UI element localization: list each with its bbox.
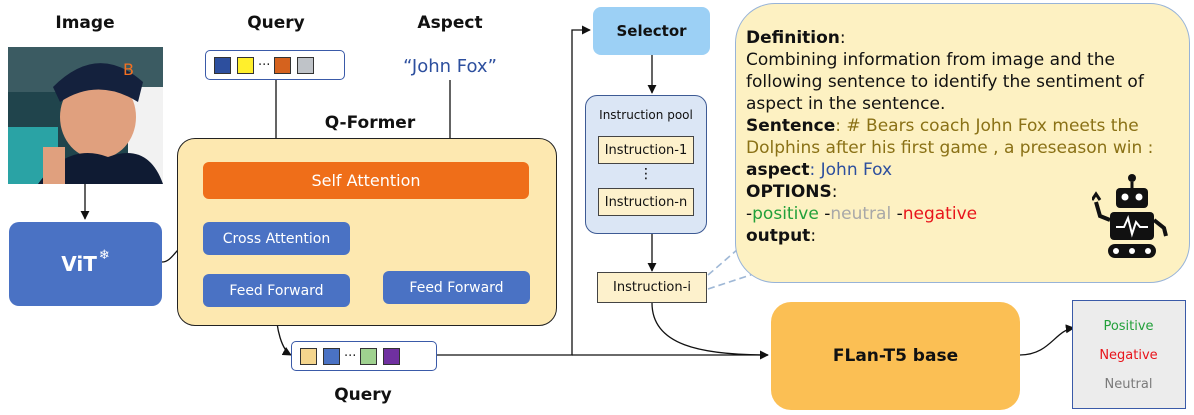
output-key: output <box>746 226 811 246</box>
option-neutral: neutral <box>830 204 892 224</box>
option-negative: negative <box>902 204 978 224</box>
selected-instruction: Instruction-i <box>597 272 707 303</box>
robot-icon <box>1092 174 1168 258</box>
query-token <box>237 56 254 74</box>
query-tokens-top: ··· <box>205 50 345 80</box>
sentiment-outputs: Positive Negative Neutral <box>1072 300 1186 409</box>
snowflake-icon: ❄ <box>98 247 110 263</box>
query-token <box>214 56 231 74</box>
ellipsis: ··· <box>344 348 357 364</box>
option-dash: - <box>818 204 831 224</box>
definition-line: aspect in the sentence. <box>746 94 946 114</box>
definition-key: Definition <box>746 28 840 48</box>
output-neutral: Neutral <box>1104 377 1153 392</box>
aspect-value: “John Fox” <box>403 56 497 77</box>
option-dash: - <box>891 204 903 224</box>
option-dash: - <box>746 204 753 224</box>
query-tokens-bottom: ··· <box>291 341 437 371</box>
instruction-pool-title: Instruction pool <box>599 108 693 122</box>
query-token <box>297 56 315 74</box>
query-token <box>360 347 378 365</box>
instruction-item: Instruction-1 <box>598 136 694 164</box>
input-photo: B <box>8 47 163 184</box>
sentence-text: Dolphins after his first game , a presea… <box>746 138 1154 158</box>
aspect-label: Aspect <box>417 13 483 33</box>
cross-attention-block: Cross Attention <box>203 222 350 255</box>
feed-forward-left-block: Feed Forward <box>203 274 350 307</box>
query-token <box>383 347 401 365</box>
output-negative: Negative <box>1099 348 1158 363</box>
definition-line: following sentence to identify the senti… <box>746 72 1144 92</box>
selector-block: Selector <box>593 7 710 55</box>
option-positive: positive <box>752 204 819 224</box>
qformer-title: Q-Former <box>324 113 416 133</box>
instruction-definition-bubble: Definition: Combining information from i… <box>735 3 1190 283</box>
definition-colon: : <box>839 28 846 48</box>
instruction-pool: Instruction pool Instruction-1 ⋮ Instruc… <box>585 95 707 234</box>
vit-encoder: ViT ❄ <box>9 222 162 306</box>
output-positive: Positive <box>1103 319 1154 334</box>
options-key: OPTIONS <box>746 182 832 202</box>
flan-t5-model: FLan-T5 base <box>771 302 1020 410</box>
query-token <box>300 347 317 365</box>
svg-text:B: B <box>123 60 134 79</box>
self-attention-block: Self Attention <box>203 162 529 199</box>
aspect-key: aspect <box>746 160 810 180</box>
ellipsis: ··· <box>258 57 271 73</box>
image-label: Image <box>55 13 115 33</box>
query-token <box>323 347 340 365</box>
options-row: -positive -neutral -negative <box>746 203 1189 225</box>
query-top-label: Query <box>247 13 305 33</box>
definition-line: Combining information from image and the <box>746 50 1115 70</box>
output-colon: : <box>810 226 817 246</box>
aspect-text: : John Fox <box>809 160 893 180</box>
query-bottom-label: Query <box>334 385 392 405</box>
sentence-text: : # Bears coach John Fox meets the <box>835 116 1139 136</box>
feed-forward-right-block: Feed Forward <box>383 271 530 304</box>
query-token <box>274 56 292 74</box>
vit-label: ViT <box>61 252 97 276</box>
instruction-item: Instruction-n <box>598 188 694 216</box>
vertical-ellipsis: ⋮ <box>639 166 653 182</box>
sentence-key: Sentence <box>746 116 836 136</box>
options-colon: : <box>831 182 838 202</box>
